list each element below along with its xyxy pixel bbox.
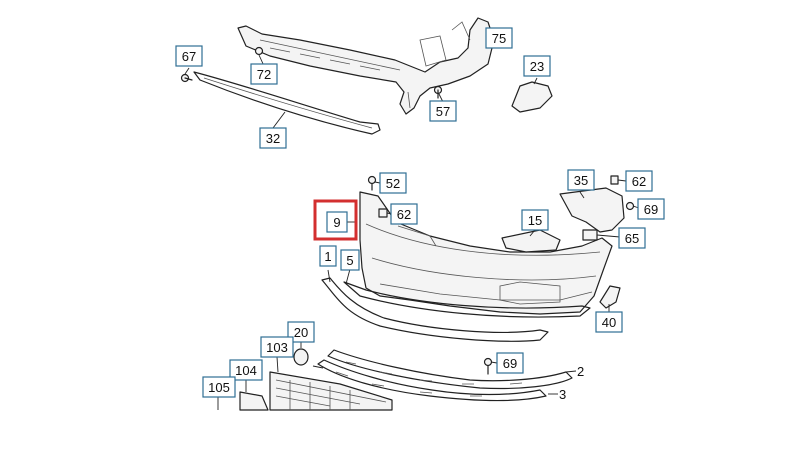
callout-67[interactable]: 67 — [175, 45, 203, 67]
callout-105[interactable]: 105 — [202, 376, 236, 398]
screw-69-right — [625, 201, 635, 211]
bumper-carrier — [237, 17, 495, 115]
svg-text:20: 20 — [294, 325, 308, 340]
callout-9[interactable]: 9 — [326, 211, 348, 233]
svg-text:32: 32 — [266, 131, 280, 146]
svg-text:72: 72 — [257, 67, 271, 82]
svg-text:5: 5 — [346, 253, 353, 268]
part-40-corner — [599, 285, 621, 309]
part-5-strip — [343, 281, 591, 318]
svg-text:65: 65 — [625, 231, 639, 246]
highlight-part-9 — [313, 199, 358, 241]
callout-69-right[interactable]: 69 — [637, 198, 665, 220]
callout-57[interactable]: 57 — [429, 100, 457, 122]
callout-75[interactable]: 75 — [485, 27, 513, 49]
svg-text:62: 62 — [632, 174, 646, 189]
svg-text:69: 69 — [644, 202, 658, 217]
callout-69-lower[interactable]: 69 — [496, 352, 524, 374]
svg-text:1: 1 — [324, 249, 331, 264]
callout-5[interactable]: 5 — [340, 249, 360, 271]
svg-text:40: 40 — [602, 315, 616, 330]
clip-62-left — [378, 208, 388, 218]
part-20-plug — [293, 348, 309, 366]
part-35-bracket — [559, 187, 625, 233]
part-1-strip — [321, 277, 549, 342]
callout-20[interactable]: 20 — [287, 321, 315, 343]
svg-text:9: 9 — [333, 215, 340, 230]
callout-15[interactable]: 15 — [521, 209, 549, 231]
part-2-spoiler — [327, 349, 573, 390]
callout-72[interactable]: 72 — [250, 63, 278, 85]
svg-text:35: 35 — [574, 173, 588, 188]
callout-103[interactable]: 103 — [260, 336, 294, 358]
part-65-clip — [582, 229, 598, 241]
callout-104[interactable]: 104 — [229, 359, 263, 381]
callout-1[interactable]: 1 — [319, 245, 337, 267]
svg-text:57: 57 — [436, 104, 450, 119]
svg-text:62: 62 — [397, 207, 411, 222]
svg-text:103: 103 — [266, 340, 288, 355]
svg-text:75: 75 — [492, 31, 506, 46]
svg-text:15: 15 — [528, 213, 542, 228]
label-2[interactable]: 2 — [577, 364, 584, 379]
callout-62-right[interactable]: 62 — [625, 170, 653, 192]
clip-62-right — [610, 175, 619, 185]
screw-67 — [180, 73, 193, 83]
callout-35[interactable]: 35 — [567, 169, 595, 191]
screw-57 — [433, 85, 443, 99]
screw-69-lower — [483, 357, 493, 375]
screw-72 — [254, 46, 264, 56]
svg-text:52: 52 — [386, 176, 400, 191]
bumper-cover — [359, 191, 613, 315]
callout-52[interactable]: 52 — [379, 172, 407, 194]
svg-text:23: 23 — [530, 59, 544, 74]
label-3[interactable]: 3 — [559, 387, 566, 402]
part-32-strip — [193, 71, 381, 135]
svg-text:105: 105 — [208, 380, 230, 395]
part-3-trim — [317, 359, 547, 402]
callout-62-left[interactable]: 62 — [390, 203, 418, 225]
screw-52 — [367, 175, 377, 191]
part-23-bracket — [511, 81, 553, 113]
callout-40[interactable]: 40 — [595, 311, 623, 333]
callout-23[interactable]: 23 — [523, 55, 551, 77]
part-15-bracket — [501, 229, 561, 253]
svg-text:67: 67 — [182, 49, 196, 64]
part-104-grille — [269, 371, 393, 411]
svg-text:104: 104 — [235, 363, 257, 378]
callout-65[interactable]: 65 — [618, 227, 646, 249]
callout-32[interactable]: 32 — [259, 127, 287, 149]
svg-text:69: 69 — [503, 356, 517, 371]
part-105-piece — [239, 391, 269, 411]
